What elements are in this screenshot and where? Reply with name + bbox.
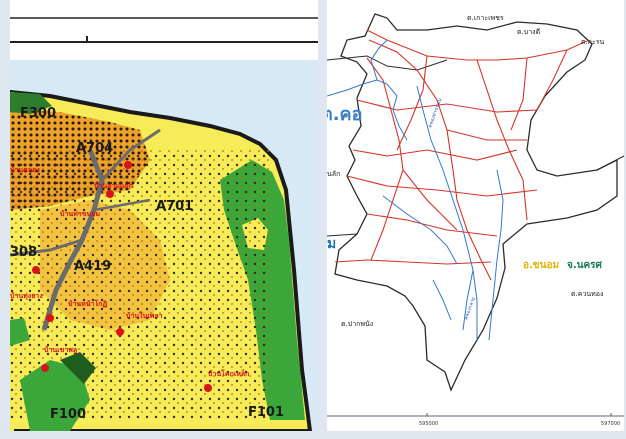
tambon-label: ต.เกาะเพชร: [467, 14, 504, 22]
district-label: อ.ขนอม: [523, 260, 559, 271]
coastline: [596, 155, 624, 171]
zone-label: 308: [10, 245, 37, 260]
district-boundary: [334, 13, 618, 392]
river-network: [327, 39, 504, 341]
village-label: บ้านสามแยก: [94, 181, 133, 190]
village-label: บ้านโคกเหล็ก: [208, 369, 249, 378]
village-marker: [116, 328, 124, 336]
road-network-map: ต.เกาะเพชร ต.บางดี ต.กะรน ต.ควนทอง ต.ปาก…: [327, 13, 624, 427]
village-marker: [124, 161, 132, 169]
village-marker: [204, 384, 212, 392]
province-label: จ.นครศ: [567, 260, 603, 271]
landuse-map: F300 A704 A701 308 A419 F100 F101 บ้านคล…: [10, 0, 318, 431]
coastline: [327, 233, 358, 237]
village-label: บ้านเขาพลู: [44, 345, 77, 355]
village-label: บ้านในเพลา: [126, 311, 163, 320]
scale-label: 595000: [419, 421, 438, 427]
landuse-map-panel: F300 A704 A701 308 A419 F100 F101 บ้านคล…: [10, 0, 318, 431]
tambon-label: ต.บางดี: [517, 28, 540, 36]
forest-patch-nw: [10, 92, 52, 114]
left-edge-label: ม: [327, 236, 336, 252]
zone-label: A419: [74, 259, 111, 274]
village-marker: [106, 190, 114, 198]
road-network: [334, 29, 590, 281]
tambon-label-small: นลัก: [327, 170, 340, 178]
village-marker: [32, 266, 40, 274]
zone-label: A701: [156, 199, 193, 214]
village-label: บ้านท่าขนอม: [60, 209, 100, 218]
forest-zone-sw: [20, 360, 90, 431]
road-branch: [93, 198, 151, 212]
road-branch: [100, 128, 161, 182]
village-label: บ้านคลอง: [10, 165, 40, 174]
village-marker: [41, 364, 49, 372]
forest-patch-w: [10, 318, 30, 346]
zone-label: F100: [50, 407, 86, 422]
village-label: บ้านหน้าโกฏิ: [68, 299, 107, 308]
zone-label: A704: [76, 141, 113, 156]
village-label: บ้านทุ่งยาง: [10, 291, 43, 300]
tambon-label: ต.ควนทอง: [571, 290, 603, 298]
road-network-map-panel: ต.เกาะเพชร ต.บางดี ต.กะรน ต.ควนทอง ต.ปาก…: [327, 0, 624, 431]
tambon-label: ต.กะรน: [581, 38, 605, 46]
road-branch: [10, 238, 83, 257]
coastline: [327, 55, 448, 71]
tambon-label: ต.ปากพนัง: [341, 320, 373, 328]
title-strip: [10, 0, 318, 60]
zone-label: F300: [20, 106, 56, 121]
zone-label: F101: [248, 405, 284, 420]
scale-label: 597000: [601, 421, 620, 427]
village-marker: [46, 314, 54, 322]
forest-patch-sw: [60, 352, 96, 384]
tambon-big-label-2: ต.คอ: [327, 104, 362, 125]
